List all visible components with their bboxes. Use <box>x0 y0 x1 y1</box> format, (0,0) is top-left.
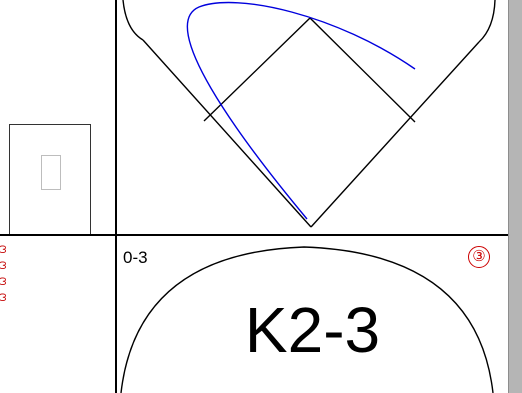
at-bat-result-code: K2-3 <box>244 294 381 366</box>
left-column: ဒ ဒ ဒ ဒ <box>0 0 116 393</box>
ball-strike-count: 0-3 <box>123 248 148 267</box>
at-bat-result-panel: 0-3 ③ K2-3 <box>117 235 508 393</box>
result-circle <box>120 246 494 393</box>
placeholder-box-icon <box>41 155 61 190</box>
outfield-fence-arc-right <box>478 0 496 43</box>
vertical-scrollbar[interactable] <box>508 0 522 393</box>
pitch-mark: ဒ <box>0 254 7 274</box>
player-card-thumbnail[interactable] <box>9 124 91 234</box>
pitch-mark: ဒ <box>0 238 7 258</box>
row-divider <box>0 234 508 236</box>
hit-trajectory-line <box>186 1 416 220</box>
out-number-badge: ③ <box>468 246 490 268</box>
baseball-field-diagram <box>122 0 496 228</box>
right-foul-line <box>310 41 480 228</box>
pitch-mark: ဒ <box>0 286 7 306</box>
pitch-mark: ဒ <box>0 270 7 290</box>
pitch-marks: ဒ ဒ ဒ ဒ <box>0 238 8 306</box>
scrollbar-edge <box>508 0 509 393</box>
left-foul-line <box>142 39 312 228</box>
infield-diamond <box>203 17 416 123</box>
outfield-fence-arc <box>122 0 144 41</box>
column-divider <box>115 0 117 393</box>
